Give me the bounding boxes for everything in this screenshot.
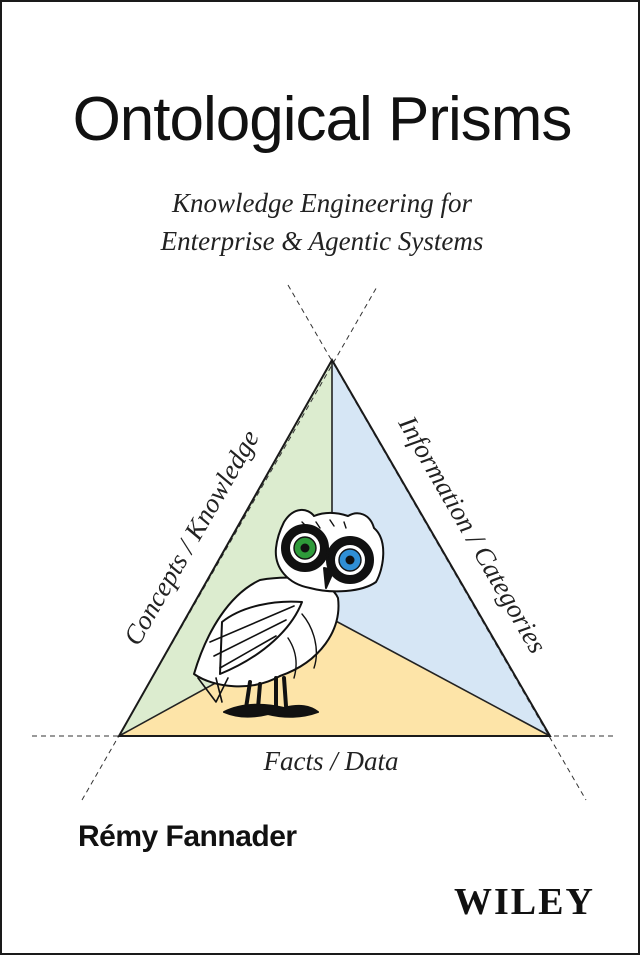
facts-region [119,619,550,736]
owl-illustration [193,509,385,718]
publisher-logo: WILEY [454,881,595,923]
book-title: Ontological Prisms [72,85,573,154]
label-facts-data: Facts / Data [263,746,399,776]
book-subtitle-line1: Knowledge Engineering for [172,188,472,218]
book-subtitle-line2: Enterprise & Agentic Systems [160,226,484,256]
author-name: Rémy Fannader [78,820,297,853]
prism-outline [117,357,552,737]
